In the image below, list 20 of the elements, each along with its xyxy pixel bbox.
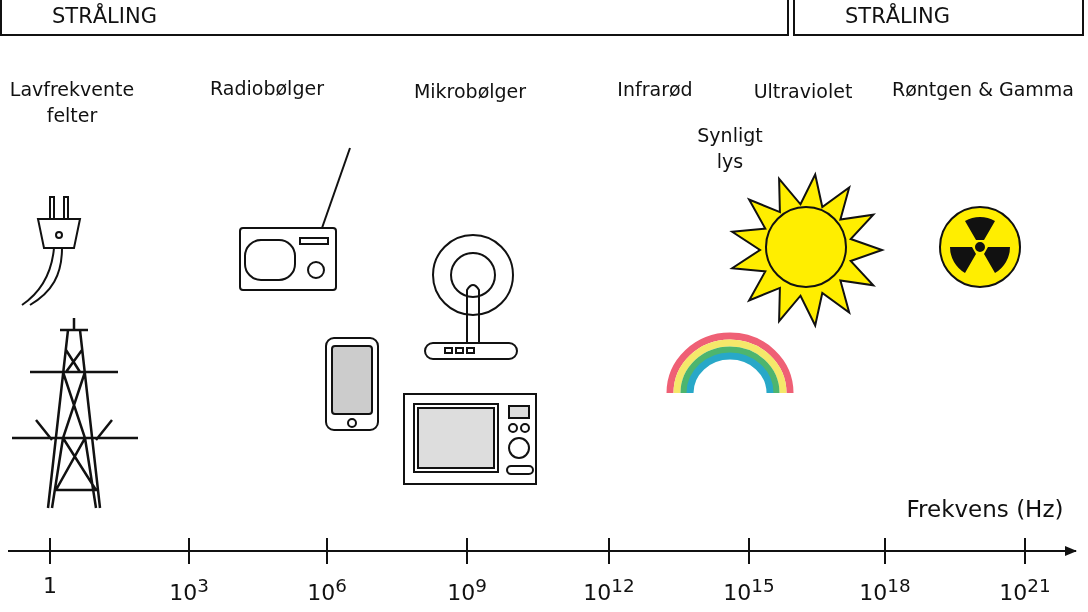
category-label: Radiobølger	[209, 76, 325, 101]
category-label: Synligt lys	[696, 123, 764, 174]
category-label: Ultraviolet	[752, 79, 854, 104]
tick-label: 10$^{12}$	[582, 574, 636, 607]
tick-label: 10$^{6}$	[306, 574, 348, 607]
axis-title: Frekvens (Hz)	[905, 496, 1065, 522]
tick-label: 10$^{21}$	[998, 574, 1052, 607]
tick-label: 10$^{18}$	[858, 574, 912, 607]
category-label: Lavfrekvente felter	[8, 77, 136, 128]
band-title: STRÅLING	[845, 4, 950, 28]
category-label: Infrarød	[616, 77, 694, 102]
band-title: STRÅLING	[52, 4, 157, 28]
radiation-band	[0, 0, 789, 36]
radiation-band	[793, 0, 1084, 36]
tick-label: 10$^{3}$	[168, 574, 210, 607]
category-label: Røntgen & Gamma	[891, 77, 1075, 102]
tick-label: 10$^{9}$	[446, 574, 488, 607]
tick-label: 1	[42, 573, 58, 599]
category-label: Mikrobølger	[412, 79, 528, 104]
tick-label: 10$^{15}$	[722, 574, 776, 607]
